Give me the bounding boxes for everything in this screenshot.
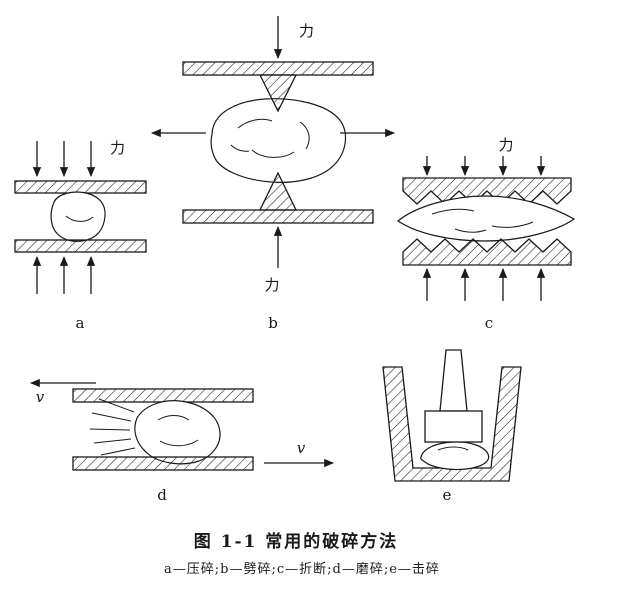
top-plate: [14, 180, 147, 194]
diagram-e-impact: e: [382, 349, 522, 504]
rock-texture: [237, 118, 273, 129]
sub-label-a: a: [76, 314, 85, 332]
rock-texture: [159, 439, 199, 447]
force-label-b-top: 力: [299, 22, 314, 40]
rock-texture: [230, 144, 250, 152]
motion-line: [91, 412, 132, 422]
motion-line: [98, 398, 135, 413]
bottom-toothed-jaw: [402, 238, 572, 266]
crushing-methods-diagram: 力 a 力: [14, 16, 576, 504]
bottom-plate: [182, 209, 374, 224]
bottom-plate: [14, 239, 147, 253]
rock-texture: [157, 415, 190, 421]
figure-caption-legend: a—压碎;b—劈碎;c—折断;d—磨碎;e—击碎: [164, 562, 440, 577]
rock-texture: [437, 446, 469, 451]
rock-texture: [65, 215, 94, 222]
rock-texture: [299, 121, 310, 150]
top-plate: [72, 388, 254, 403]
rock: [50, 191, 106, 242]
rock: [134, 400, 221, 465]
rock-texture: [251, 149, 295, 158]
motion-line: [89, 428, 131, 431]
velocity-label-top: v: [36, 388, 45, 406]
diagram-d-grinding: v v d: [29, 378, 335, 504]
pestle-head: [424, 410, 483, 443]
force-label-a: 力: [110, 139, 125, 157]
diagram-a-compression: 力 a: [14, 139, 147, 332]
diagram-b-splitting: 力 力 b: [150, 16, 396, 332]
motion-line: [93, 438, 132, 444]
bottom-plate: [72, 456, 254, 471]
top-plate: [182, 61, 374, 76]
motion-line: [100, 447, 136, 456]
sub-label-d: d: [157, 486, 167, 504]
sub-label-e: e: [443, 486, 452, 504]
sub-label-c: c: [485, 314, 493, 332]
sub-label-b: b: [268, 314, 278, 332]
force-label-b-bottom: 力: [264, 276, 279, 294]
pestle-handle: [439, 349, 468, 412]
mortar-container: [382, 366, 522, 482]
rock: [420, 441, 490, 471]
rock: [210, 98, 346, 183]
rock: [396, 195, 576, 242]
diagram-c-bending: 力 c: [396, 136, 576, 332]
figure-caption-title: 图 1-1 常用的破碎方法: [193, 532, 399, 552]
rock-texture: [491, 221, 534, 228]
force-label-c: 力: [498, 136, 513, 154]
rock-texture: [454, 228, 487, 233]
velocity-label-bottom: v: [297, 439, 306, 457]
rock-texture: [431, 208, 475, 215]
